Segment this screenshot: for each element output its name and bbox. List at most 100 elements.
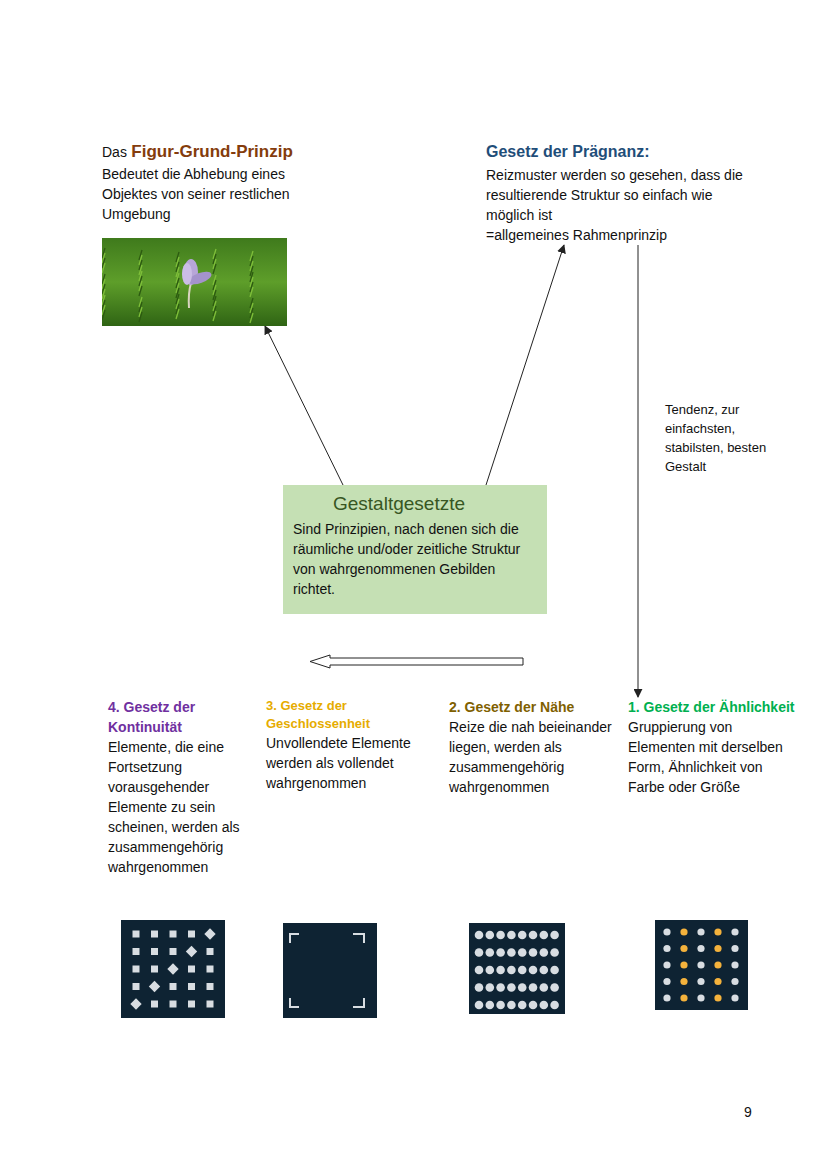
dot-mark	[680, 945, 687, 952]
dot-mark	[540, 1001, 549, 1010]
dot-mark	[507, 1001, 516, 1010]
diamond-mark	[186, 946, 197, 957]
dot-mark	[496, 1001, 505, 1010]
dot-mark	[529, 948, 538, 957]
dot-mark	[486, 1001, 495, 1010]
grass-blade	[139, 265, 142, 275]
dot-mark	[697, 978, 704, 985]
connector-arrow	[265, 326, 343, 485]
corner-brackets	[290, 934, 364, 1007]
dot-mark	[540, 931, 549, 940]
node-heading: 1. Gesetz der Ähnlichkeit	[628, 697, 803, 717]
dot-mark	[663, 928, 670, 935]
dot-mark	[486, 966, 495, 975]
dot-mark	[475, 1001, 484, 1010]
square-mark	[151, 966, 158, 973]
node-heading: 3. Gesetz der Geschlossenheit	[266, 697, 436, 733]
square-mark	[151, 948, 158, 955]
node-text: Das	[102, 144, 127, 160]
grass-blade	[102, 289, 105, 299]
diamond-mark	[149, 981, 160, 992]
grass-blade	[213, 290, 216, 300]
law-box: 3. Gesetz der GeschlossenheitUnvollendet…	[266, 697, 436, 793]
square-mark	[188, 1001, 195, 1008]
grass-blade	[213, 264, 216, 274]
dot-mark	[518, 966, 527, 975]
diamond-mark	[204, 928, 215, 939]
square-mark	[133, 931, 140, 938]
node-text: Elemente, die eine Fortsetzung vorausgeh…	[108, 737, 256, 877]
square-mark	[151, 1001, 158, 1008]
dot-mark	[496, 948, 505, 957]
page-number: 9	[744, 1103, 752, 1122]
dot-mark	[518, 983, 527, 992]
dot-mark	[714, 945, 721, 952]
dot-mark	[697, 945, 704, 952]
dot-mark	[714, 994, 721, 1001]
dot-mark	[496, 966, 505, 975]
dot-mark	[540, 948, 549, 957]
square-mark	[133, 948, 140, 955]
dot-mark	[731, 928, 738, 935]
concept-box: Gesetz der Prägnanz: Reizmuster werden so…	[486, 142, 751, 245]
node-heading: Gesetz der Prägnanz:	[486, 142, 751, 162]
square-mark	[151, 931, 158, 938]
dot-mark	[529, 966, 538, 975]
dot-mark	[475, 948, 484, 957]
square-mark	[207, 948, 214, 955]
node-text: Reizmuster werden so gesehen, dass die r…	[486, 165, 751, 225]
dot-mark	[529, 1001, 538, 1010]
dot-mark	[731, 994, 738, 1001]
pattern-panel	[121, 920, 225, 1018]
dot-mark	[518, 948, 527, 957]
square-mark	[188, 983, 195, 990]
diamond-mark	[167, 963, 178, 974]
law-box: 2. Gesetz der NäheReize die nah beieinan…	[449, 697, 614, 797]
edge-label: Tendenz, zur einfachsten, stabilsten, be…	[665, 400, 790, 476]
dot-mark	[550, 948, 559, 957]
node-heading: 2. Gesetz der Nähe	[449, 697, 614, 717]
square-mark	[133, 966, 140, 973]
dot-mark	[714, 961, 721, 968]
square-mark	[188, 966, 195, 973]
dot-mark	[663, 994, 670, 1001]
square-mark	[170, 931, 177, 938]
grass-blade	[102, 263, 105, 273]
dot-mark	[475, 931, 484, 940]
dot-mark	[663, 945, 670, 952]
node-text: Sind Prinzipien, nach denen sich die räu…	[293, 519, 539, 599]
dot-mark	[540, 966, 549, 975]
square-mark	[207, 1001, 214, 1008]
square-mark	[207, 983, 214, 990]
grass-blade	[250, 313, 253, 323]
dot-mark	[486, 931, 495, 940]
grass-blade	[250, 287, 253, 297]
connector-arrow	[638, 245, 639, 697]
grass-blade	[139, 286, 142, 296]
grass-blade	[250, 266, 253, 276]
dot-mark	[518, 1001, 527, 1010]
dot-mark	[507, 948, 516, 957]
node-text: Gruppierung von Elementen mit derselben …	[628, 717, 803, 797]
dot-mark	[697, 961, 704, 968]
node-heading: 4. Gesetz der Kontinuität	[108, 697, 256, 737]
dot-mark	[550, 966, 559, 975]
central-box: GestaltgesetzteSind Prinzipien, nach den…	[283, 485, 547, 614]
dot-mark	[540, 983, 549, 992]
grass-blade	[139, 312, 142, 322]
dot-mark	[550, 931, 559, 940]
grass-blade	[213, 311, 216, 321]
dot-mark	[529, 931, 538, 940]
grass-blade	[176, 267, 179, 277]
dot-mark	[697, 928, 704, 935]
dot-mark	[714, 928, 721, 935]
pattern-panel	[469, 923, 565, 1014]
grass-blade	[176, 309, 179, 319]
grass-blade	[176, 288, 179, 298]
dot-mark	[550, 1001, 559, 1010]
law-box: 4. Gesetz der KontinuitätElemente, die e…	[108, 697, 256, 877]
dot-mark	[475, 983, 484, 992]
dot-mark	[507, 983, 516, 992]
node-text: =allgemeines Rahmenprinzip	[486, 225, 751, 245]
dot-mark	[529, 983, 538, 992]
